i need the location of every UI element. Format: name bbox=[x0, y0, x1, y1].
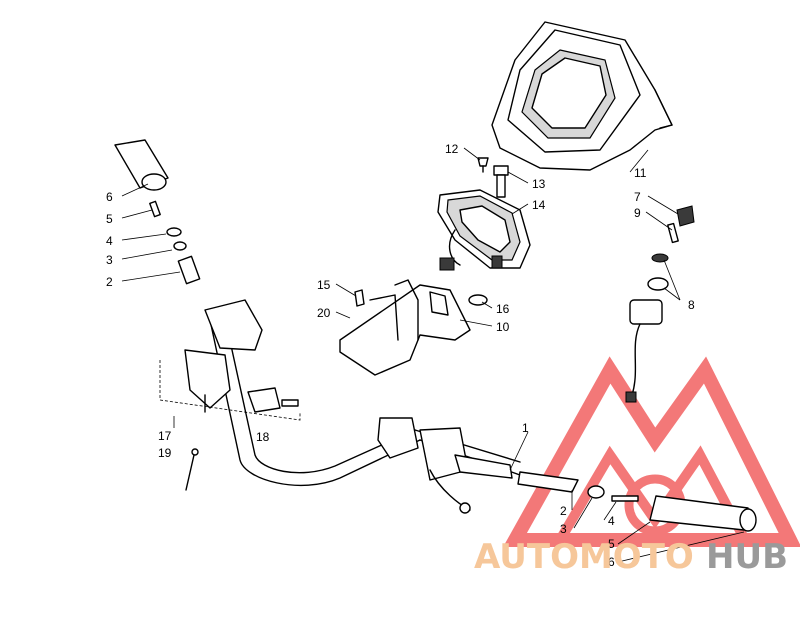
callout-14: 14 bbox=[532, 198, 546, 212]
callout-6: 6 bbox=[106, 190, 113, 204]
group-17-outline bbox=[159, 360, 301, 421]
ignition-nut bbox=[647, 253, 669, 291]
instrument-housing bbox=[491, 21, 673, 171]
ignition-switch bbox=[625, 299, 663, 403]
callout-15: 15 bbox=[317, 278, 331, 292]
callout-16: 16 bbox=[496, 302, 510, 316]
callout-20: 20 bbox=[317, 306, 331, 320]
watermark-word-automoto: AUTOMOTO bbox=[474, 537, 694, 577]
right-brake-assembly bbox=[377, 417, 513, 514]
callout-19: 19 bbox=[158, 446, 172, 460]
clamp-18 bbox=[247, 387, 299, 413]
watermark-text: AUTOMOTO HUB bbox=[474, 537, 788, 577]
callout-1: 1 bbox=[522, 421, 529, 435]
callout-8: 8 bbox=[688, 298, 695, 312]
callout-5-right: 5 bbox=[608, 537, 615, 551]
screw-12 bbox=[477, 157, 489, 173]
left-control-housing bbox=[184, 299, 263, 413]
callout-11: 11 bbox=[634, 166, 647, 180]
watermark-word-hub: HUB bbox=[706, 537, 788, 577]
callout-3-right: 3 bbox=[560, 522, 567, 536]
callout-4: 4 bbox=[106, 234, 113, 248]
callout-10: 10 bbox=[496, 320, 510, 334]
ignition-key bbox=[667, 205, 695, 244]
gauge-bracket bbox=[339, 279, 488, 376]
callout-13: 13 bbox=[532, 177, 546, 191]
speedometer-gauge bbox=[437, 189, 531, 271]
callout-9: 9 bbox=[634, 206, 641, 220]
callout-12: 12 bbox=[445, 142, 459, 156]
callout-6-right: 6 bbox=[608, 555, 615, 569]
callout-18: 18 bbox=[256, 430, 270, 444]
callout-2: 2 bbox=[106, 275, 113, 289]
callout-17: 17 bbox=[158, 429, 172, 443]
callout-5: 5 bbox=[106, 212, 113, 226]
wire-19 bbox=[185, 448, 199, 491]
callout-4-right: 4 bbox=[608, 514, 615, 528]
callout-3: 3 bbox=[106, 253, 113, 267]
callout-2-right: 2 bbox=[560, 504, 567, 518]
leader-lines bbox=[121, 147, 745, 563]
callout-7: 7 bbox=[634, 190, 641, 204]
left-grip bbox=[114, 139, 201, 285]
bolt-13 bbox=[493, 165, 509, 198]
